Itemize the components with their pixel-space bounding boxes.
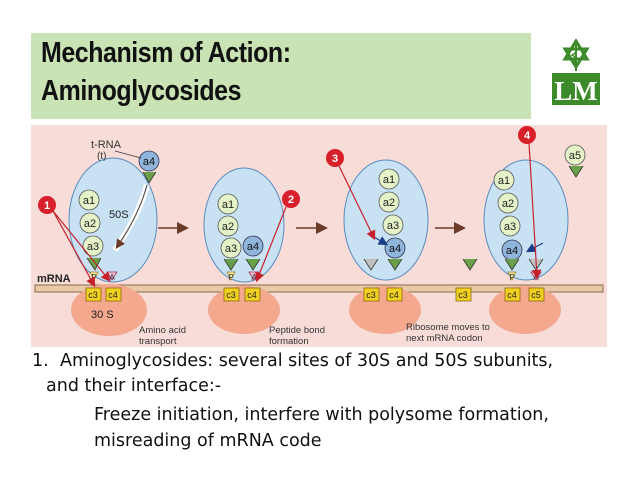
small-subunit-4: [489, 286, 561, 334]
stage3-a1: a1: [383, 174, 395, 186]
stage4-c4: c4: [507, 290, 517, 300]
stage3-c4: c4: [389, 290, 399, 300]
slide-title-line1: Mechanism of Action:: [41, 37, 291, 69]
caption-amino-line1: Amino acid: [139, 325, 186, 336]
stage-1: a1 a2 a3 P A c3 c4 a4 t-RNA (t): [78, 139, 160, 302]
stage2-a3: a3: [225, 243, 237, 255]
stage1-c3: c3: [88, 290, 98, 300]
stage-2: a1 a2 a3 a4 P A c3 c4: [217, 193, 264, 302]
mrna-label: mRNA: [37, 273, 71, 285]
trna-sub-label: (t): [97, 151, 106, 162]
stage4-a1: a1: [498, 175, 510, 187]
stage1-a1: a1: [83, 195, 95, 207]
caption-ribo-line2: next mRNA codon: [406, 333, 483, 344]
sub-bullet-line1: Freeze initiation, interfere with polyso…: [94, 405, 549, 425]
institution-logo: LM: [545, 37, 607, 109]
marker-3: [326, 149, 344, 167]
marker-4: [518, 126, 536, 144]
stage2-site-p: P: [228, 273, 233, 282]
marker-1: [38, 196, 56, 214]
logo-letters: LM: [554, 76, 598, 106]
caption-ribo-line1: Ribosome moves to: [406, 322, 490, 333]
bullet-1-line1: 1. Aminoglycosides: several sites of 30S …: [32, 349, 553, 373]
stage1-a2: a2: [84, 218, 96, 230]
bullet-text-line2: and their interface:-: [46, 376, 222, 396]
stage2-a2: a2: [222, 221, 234, 233]
stage4-a3: a3: [504, 221, 516, 233]
subunit-50s-label: 50S: [109, 209, 129, 221]
stage4-c3: c3: [458, 290, 468, 300]
stage-3: a1 a2 a3 a4 c3 c4: [363, 168, 406, 302]
bullet-text-line1: Aminoglycosides: several sites of 30S an…: [60, 351, 554, 371]
caption-peptide-line2: formation: [269, 336, 309, 347]
caption-amino-line2: transport: [139, 336, 177, 347]
stage1-site-a: A: [109, 273, 115, 282]
sub-bullet-line2: misreading of mRNA code: [94, 431, 322, 451]
stage3-a2: a2: [383, 197, 395, 209]
caption-peptide-line1: Peptide bond: [269, 325, 325, 336]
stage2-c4: c4: [247, 290, 257, 300]
stage1-a4: a4: [143, 156, 155, 168]
stage-4: a1 a2 a3 a4 P A c3 c4 c5 a5: [455, 144, 586, 302]
stage4-a2: a2: [502, 198, 514, 210]
large-subunit-2: [203, 167, 285, 283]
marker-4-label: 4: [524, 130, 531, 142]
title-box: Mechanism of Action: Aminoglycosides: [31, 33, 531, 119]
stage4-a5: a5: [569, 150, 581, 162]
stage1-a3: a3: [87, 241, 99, 253]
subunit-30s-label: 30 S: [91, 309, 114, 321]
stage1-c4: c4: [108, 290, 118, 300]
stage3-c3: c3: [366, 290, 376, 300]
stage2-c3: c3: [226, 290, 236, 300]
mrna-strand: [34, 284, 604, 293]
stage4-a4: a4: [506, 245, 518, 257]
trna-label: t-RNA: [91, 139, 122, 151]
stage4-c5: c5: [531, 290, 541, 300]
stage2-a4: a4: [247, 241, 259, 253]
stage3-a4: a4: [389, 243, 401, 255]
bullet-number: 1.: [32, 351, 49, 371]
stage2-a1: a1: [222, 199, 234, 211]
marker-2-label: 2: [288, 194, 294, 206]
ribosome-diagram: mRNA 30 S 50S a1 a2 a3 P A c3 c4 a4 t-RN…: [31, 125, 607, 347]
stage2-site-a: A: [251, 273, 257, 282]
stage4-site-p: P: [509, 273, 514, 282]
marker-2: [282, 190, 300, 208]
marker-3-label: 3: [332, 153, 338, 165]
marker-1-label: 1: [44, 200, 50, 212]
stage3-a3: a3: [387, 220, 399, 232]
slide-title-line2: Aminoglycosides: [41, 75, 242, 107]
